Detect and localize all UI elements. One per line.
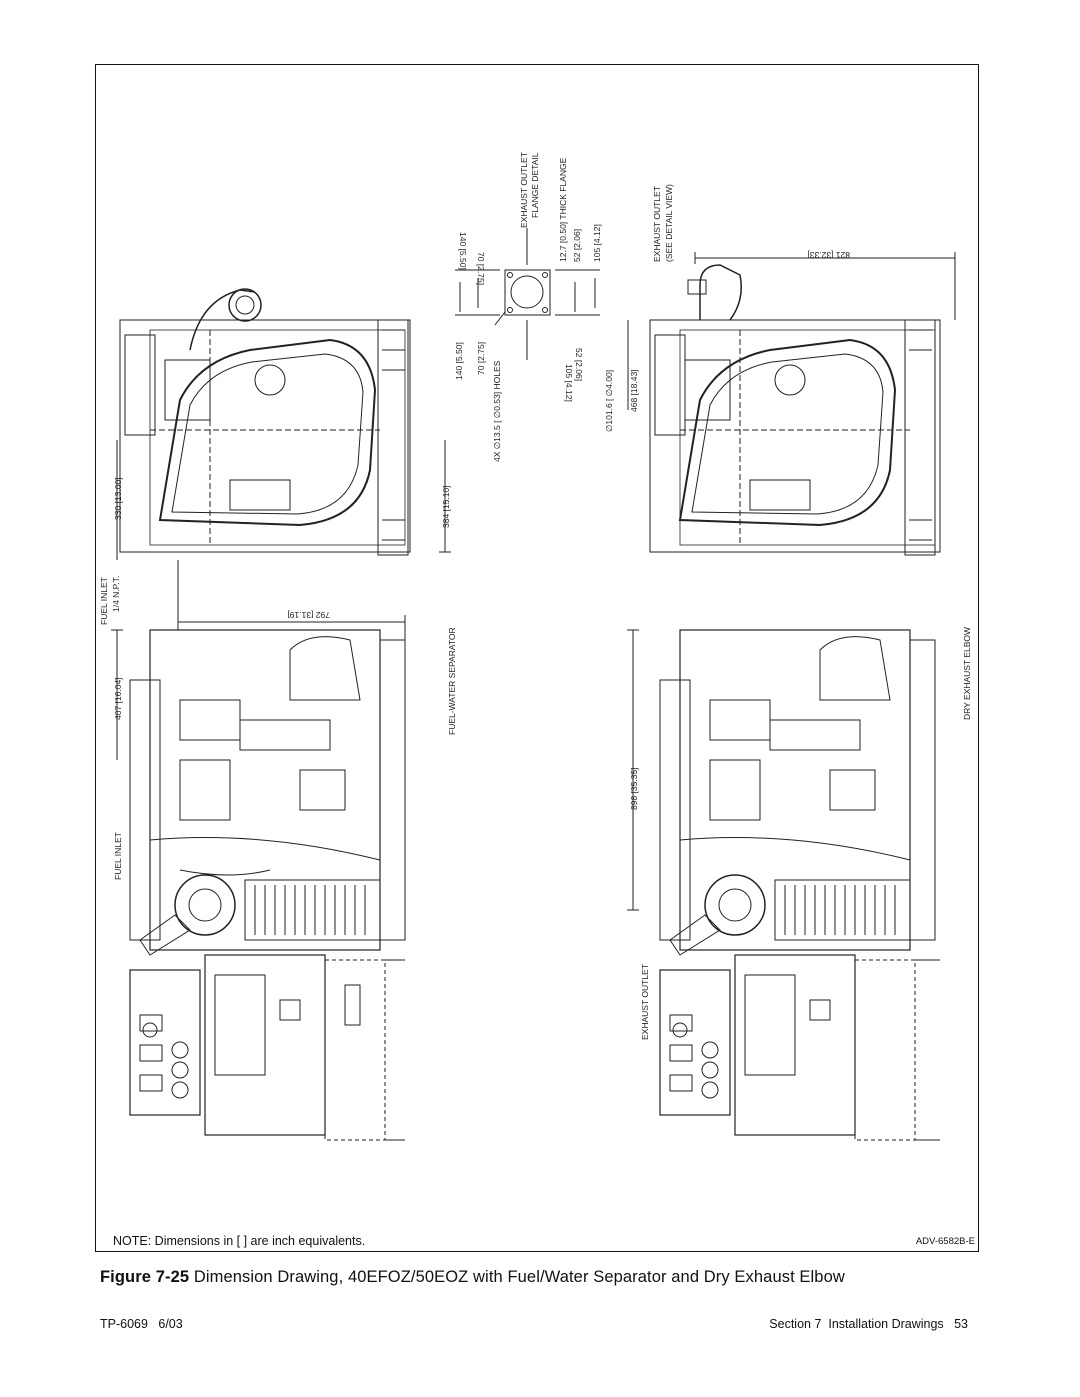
dimension-note: NOTE: Dimensions in [ ] are inch equival… xyxy=(113,1234,366,1248)
label-see-detail: (SEE DETAIL VIEW) xyxy=(664,184,674,262)
figure-caption: Figure 7-25 Dimension Drawing, 40EFOZ/50… xyxy=(100,1268,845,1287)
label-dim-70: 70 [2.75] xyxy=(476,342,486,375)
top-view-left xyxy=(119,288,411,556)
footer-doc-id: TP-6069 6/03 xyxy=(100,1317,183,1331)
label-dim-70-flip: 70 [2.75] xyxy=(476,252,486,285)
label-dim-468: 468 [18.43] xyxy=(629,369,639,412)
label-dim-101: ∅101.6 [ ∅4.00] xyxy=(604,370,614,432)
label-flange-detail: FLANGE DETAIL xyxy=(530,152,540,218)
label-dry-exhaust-elbow: DRY EXHAUST ELBOW xyxy=(962,627,972,720)
label-dim-140: 140 [5.50] xyxy=(454,342,464,380)
label-exhaust-outlet-flange: EXHAUST OUTLET xyxy=(519,152,529,228)
label-fuel-water-separator: FUEL-WATER SEPARATOR xyxy=(447,627,457,735)
dimension-drawing: EXHAUST OUTLET FLANGE DETAIL 12.7 [0.50]… xyxy=(99,152,972,1141)
label-dim-898: 898 [35.35] xyxy=(629,767,639,810)
label-thick-flange: 12.7 [0.50] THICK FLANGE xyxy=(558,157,568,262)
top-view-right xyxy=(649,252,956,556)
footer-section: Section 7 Installation Drawings 53 xyxy=(769,1317,968,1331)
label-holes: 4X ∅13.5 [ ∅0.53] HOLES xyxy=(492,360,502,462)
label-fuel-inlet: FUEL INLET xyxy=(113,832,123,880)
label-fuel-inlet-npt: FUEL INLET xyxy=(99,577,109,625)
label-dim-140-flip: 140 [5.50] xyxy=(458,232,468,270)
label-dim-105: 105 [4.12] xyxy=(592,224,602,262)
label-exhaust-outlet-view: EXHAUST OUTLET xyxy=(652,186,662,262)
side-view-left xyxy=(111,440,451,1141)
label-npt: 1/4 N.P.T. xyxy=(111,576,121,612)
flange-detail xyxy=(455,228,600,360)
side-view-right xyxy=(627,320,940,1141)
label-dim-330: 330 [13.00] xyxy=(113,477,123,520)
figure-text: Dimension Drawing, 40EFOZ/50EOZ with Fue… xyxy=(193,1268,845,1286)
label-dim-407: 407 [16.04] xyxy=(113,677,123,720)
label-dim-792: 792 [31.19] xyxy=(287,610,330,620)
drawing-number: ADV-6582B-E xyxy=(915,1236,975,1247)
label-dim-384: 384 [15.10] xyxy=(441,485,451,528)
figure-label: Figure 7-25 xyxy=(100,1268,190,1286)
label-dim-821: 821 [32.33] xyxy=(807,250,850,260)
label-dim-52: 52 [2.06] xyxy=(572,229,582,262)
label-dim-52-flip: 52 [2.06] xyxy=(574,348,584,381)
drawing-frame xyxy=(95,64,979,1252)
label-dim-105-flip: 105 [4.12] xyxy=(564,364,574,402)
label-exhaust-outlet-bottom: EXHAUST OUTLET xyxy=(640,964,650,1040)
